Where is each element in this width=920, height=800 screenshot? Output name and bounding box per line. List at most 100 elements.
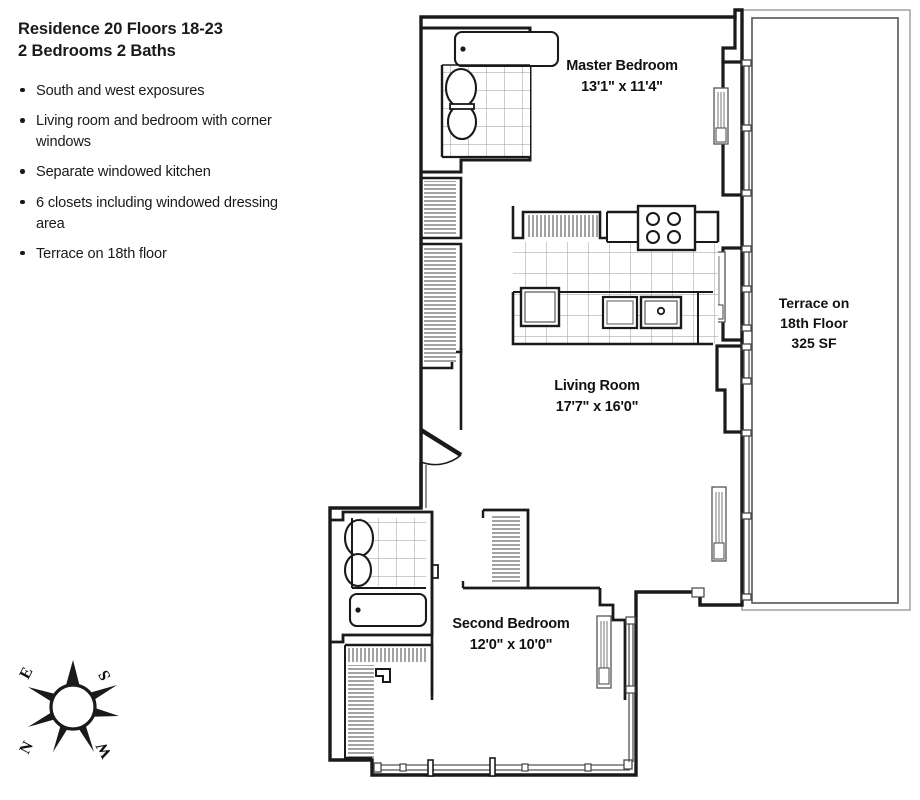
list-item: Separate windowed kitchen <box>18 162 308 183</box>
stove-burner-icon <box>667 212 681 226</box>
feature-text: Separate windowed kitchen <box>36 164 211 181</box>
window-post <box>489 757 496 777</box>
closet-rod <box>348 648 426 662</box>
mullion <box>741 124 752 132</box>
bullet-icon <box>20 199 25 204</box>
stove-burner-icon <box>646 230 660 244</box>
feature-text: Living room and bedroom with corner wind… <box>36 113 272 151</box>
closet-rod <box>526 215 598 237</box>
mullion <box>373 762 382 773</box>
terrace-inner-edge <box>751 17 899 604</box>
mullion <box>741 285 752 293</box>
second-bath-sink <box>343 518 375 558</box>
mullion <box>741 593 752 601</box>
master-bath-walls <box>421 26 532 174</box>
bath-door-jamb <box>432 564 439 579</box>
list-item: Living room and bedroom with corner wind… <box>18 111 308 153</box>
master-bedroom-label: Master Bedroom 13'1" x 11'4" <box>566 58 678 95</box>
list-item: Terrace on 18th floor <box>18 244 308 265</box>
mullion <box>741 59 752 67</box>
feature-text: South and west exposures <box>36 82 205 99</box>
mullion <box>741 512 752 520</box>
master-wall-jog <box>721 17 741 64</box>
list-item: South and west exposures <box>18 81 308 102</box>
kitchen-lower-counter <box>511 292 713 346</box>
compass-center-circle <box>49 683 97 731</box>
room-dimensions: 13'1" x 11'4" <box>581 79 663 95</box>
mullion <box>741 245 752 253</box>
master-bath-toilet <box>446 103 478 141</box>
kitchen-stove <box>636 204 697 252</box>
closet-rod <box>492 516 520 584</box>
room-name: Master Bedroom <box>566 58 678 74</box>
living-wall-jog <box>715 344 741 434</box>
west-closets <box>421 176 463 430</box>
living-room-label: Living Room 17'7" x 16'0" <box>554 378 640 415</box>
bedroom-wall-jog <box>598 588 627 700</box>
tub-drain-icon <box>355 607 361 613</box>
second-bedroom-label: Second Bedroom 12'0" x 10'0" <box>452 616 569 653</box>
closet-1-walls <box>421 176 463 240</box>
mullion <box>741 324 752 332</box>
bedroom-corner-windows <box>373 615 636 777</box>
list-item: 6 closets including windowed dressing ar… <box>18 193 308 235</box>
master-bath-tub <box>453 30 560 68</box>
master-bath-sink <box>444 67 478 109</box>
second-bedroom-east-wall <box>598 588 627 700</box>
mullion <box>741 343 752 351</box>
toilet-tank <box>449 103 475 110</box>
bedroom-closet-walls <box>463 508 530 590</box>
mullion <box>625 685 636 694</box>
closet-rod <box>348 665 374 758</box>
terrace-area: Terrace on 18th Floor 325 SF <box>741 9 911 611</box>
kitchen-pantry-walls <box>511 206 607 240</box>
mullion <box>625 616 636 625</box>
mullion <box>623 759 633 770</box>
page-title: Residence 20 Floors 18-23 2 Bedrooms 2 B… <box>18 20 223 61</box>
bullet-icon <box>20 118 25 123</box>
stove-burner-icon <box>667 230 681 244</box>
info-panel: Residence 20 Floors 18-23 2 Bedrooms 2 B… <box>18 18 308 274</box>
kitchen <box>511 204 720 346</box>
sink-drain-icon <box>656 306 666 316</box>
bullet-icon <box>20 250 25 256</box>
second-bathroom <box>330 510 439 644</box>
master-bathroom <box>421 26 560 174</box>
terrace-label-line2: 18th Floor <box>780 315 848 331</box>
terrace-label-line3: 325 SF <box>791 335 837 351</box>
mullion <box>741 377 752 385</box>
window-post <box>427 759 434 777</box>
closet-rod <box>424 181 456 235</box>
compass-label-west: W <box>93 739 116 761</box>
second-bath-tub <box>348 592 428 628</box>
second-bath-toilet <box>343 552 373 588</box>
bullet-icon <box>20 169 25 174</box>
entry-door-leaf <box>419 428 463 457</box>
terrace-label-line1: Terrace on <box>779 295 850 311</box>
closet-corner-detail <box>375 668 391 683</box>
mullion <box>584 763 592 772</box>
entry-door-swing-arc <box>420 454 462 466</box>
mullion <box>399 763 407 772</box>
living-terrace-junction <box>691 587 705 605</box>
stove-burner-icon <box>646 212 660 226</box>
bullet-icon <box>20 87 25 93</box>
room-name: Living Room <box>554 378 640 394</box>
second-bedroom-closets <box>344 508 600 760</box>
compass-rose: E S N W <box>17 660 119 761</box>
closet-rod <box>424 247 456 362</box>
room-dimensions: 12'0" x 10'0" <box>470 637 553 653</box>
room-dimensions: 17'7" x 16'0" <box>556 399 639 415</box>
tub-drain-icon <box>460 46 466 52</box>
mullion <box>521 763 529 772</box>
entry-door <box>419 428 463 508</box>
mullion <box>741 429 752 437</box>
terrace-glass-doors <box>741 59 752 601</box>
mullion <box>741 189 752 197</box>
room-name: Second Bedroom <box>452 616 569 632</box>
feature-list: South and west exposures Living room and… <box>18 81 308 265</box>
feature-text: 6 closets including windowed dressing ar… <box>36 194 278 232</box>
closet-2-walls <box>421 242 463 370</box>
feature-text: Terrace on 18th floor <box>36 245 167 262</box>
